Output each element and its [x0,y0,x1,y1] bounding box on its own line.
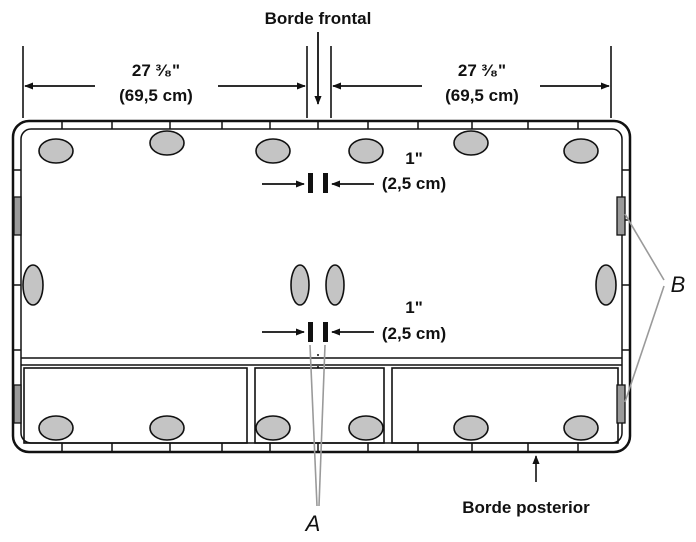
pad [255,415,291,441]
side-clips [13,196,626,424]
pad [563,415,599,441]
pads [22,130,617,441]
compartments [21,357,622,444]
rear-edge-label: Borde posterior [462,498,590,517]
left-width-cm: (69,5 cm) [119,86,193,105]
pad [453,415,489,441]
pad [563,138,599,164]
gap-top-inches: 1" [405,149,423,168]
center-mark [323,322,328,342]
callout-b-lines [624,213,665,403]
pad [348,415,384,441]
tray-outline [11,119,632,454]
pad [255,138,291,164]
center-marks [308,173,328,342]
side-clip [616,196,626,236]
callout-b-label: B [671,272,686,297]
callout-a-label: A [304,511,321,536]
pad [325,264,345,306]
center-dots [317,354,319,368]
edge-ticks [13,121,630,452]
right-width-cm: (69,5 cm) [445,86,519,105]
left-width-inches: 27 ³⁄₈" [132,61,180,80]
side-clip [13,196,22,236]
pad [290,264,310,306]
dimension-extension-lines [22,46,612,118]
pad [595,264,617,306]
gap-bottom-cm: (2,5 cm) [382,324,446,343]
pad [149,415,185,441]
callout-a-lines [309,344,326,507]
gap-top-cm: (2,5 cm) [382,174,446,193]
pad [348,138,384,164]
pad [22,264,44,306]
side-clip [13,384,22,424]
pad [38,138,74,164]
front-edge-label: Borde frontal [265,9,372,28]
pad [38,415,74,441]
pad [453,130,489,156]
side-clip [616,384,626,424]
right-width-inches: 27 ³⁄₈" [458,61,506,80]
center-mark [308,322,313,342]
pad [149,130,185,156]
center-mark [323,173,328,193]
gap-bottom-inches: 1" [405,298,423,317]
center-mark [308,173,313,193]
